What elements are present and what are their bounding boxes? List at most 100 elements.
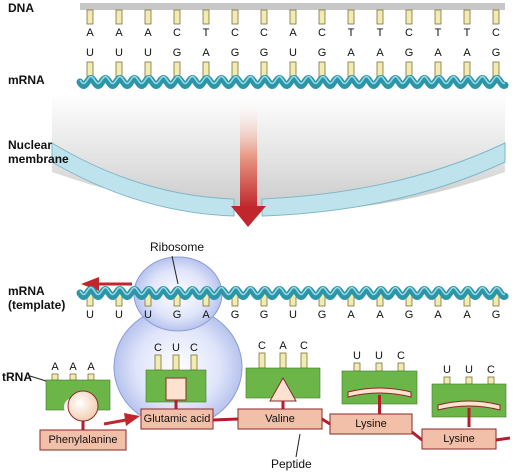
anticodon-letter: U	[443, 364, 451, 376]
template-base-letter: A	[376, 309, 384, 321]
dna-base-letter: A	[86, 27, 94, 39]
dna-base-peg	[289, 9, 297, 25]
mrna-base-letter: G	[231, 47, 240, 59]
dna-base-peg	[492, 9, 500, 25]
anticodon-peg	[154, 354, 162, 371]
export-arrow-head	[231, 206, 266, 227]
anticodon-peg	[375, 362, 383, 372]
dna-base-peg	[144, 9, 152, 25]
anticodon-letter: C	[300, 340, 308, 352]
anticodon-peg	[300, 352, 308, 369]
mrna-base-letter: G	[318, 47, 327, 59]
dna-base-peg	[434, 9, 442, 25]
dna-base-letter: A	[115, 27, 123, 39]
transfer-arrow-head	[124, 413, 140, 426]
anticodon-peg	[172, 354, 180, 371]
template-base-letter: U	[86, 309, 94, 321]
valine-box	[237, 408, 323, 430]
dna-base-letter: C	[173, 27, 181, 39]
anticodon-peg	[87, 373, 95, 381]
mrna-base-letter: G	[405, 47, 414, 59]
anticodon-peg	[465, 376, 473, 385]
anticodon-letter: U	[375, 350, 383, 362]
nuclear-membrane-left	[51, 142, 235, 217]
mrna-base-letter: G	[260, 47, 269, 59]
anticodon-letter: A	[279, 340, 287, 352]
lysine-box-1	[329, 413, 413, 435]
template-base-letter: A	[463, 309, 471, 321]
dna-base-peg	[86, 9, 94, 25]
lysine-box-2	[421, 428, 497, 450]
amino-acid-label-lysine-2: Lysine	[443, 433, 475, 445]
amino-acid-label-valine: Valine	[265, 413, 295, 425]
phenylalanine-box	[39, 429, 127, 451]
anticodon-letter: A	[69, 361, 77, 373]
anticodon-letter: U	[353, 350, 361, 362]
anticodon-peg	[190, 354, 198, 371]
mrna-base-letter: A	[463, 47, 471, 59]
template-backbone-highlight	[79, 286, 506, 296]
mrna-backbone-highlight	[79, 75, 506, 85]
template-base-letter: A	[347, 309, 355, 321]
mrna-base-letter: U	[86, 47, 94, 59]
peptide-label: Peptide	[271, 457, 312, 471]
anticodon-letter: C	[487, 364, 495, 376]
anticodon-peg	[353, 362, 361, 372]
template-base-letter: G	[492, 309, 501, 321]
anticodon-peg	[51, 373, 59, 381]
template-base-letter: U	[144, 309, 152, 321]
amino-acid-label-phenylalanine: Phenylalanine	[48, 434, 118, 446]
nuclear-membrane-label-2: membrane	[8, 152, 69, 166]
dna-base-letter: C	[318, 27, 326, 39]
dna-label: DNA	[8, 1, 34, 15]
mrna-template-label-2: (template)	[8, 298, 66, 312]
dna-base-peg	[463, 9, 471, 25]
anticodon-peg	[397, 362, 405, 372]
anticodon-letter: U	[465, 364, 473, 376]
dna-base-letter: T	[348, 27, 355, 39]
mrna-backbone	[76, 74, 509, 90]
export-arrow-shaft	[240, 103, 257, 208]
dna-base-letter: A	[144, 27, 152, 39]
template-base-letter: G	[318, 309, 327, 321]
anticodon-letter: A	[51, 361, 59, 373]
mrna-base-letter: A	[434, 47, 442, 59]
mrna-base-letter: U	[144, 47, 152, 59]
phenylalanine-side-chain	[67, 390, 99, 422]
transfer-arrow	[103, 418, 127, 426]
template-base-letter: G	[173, 309, 182, 321]
mrna-base-letter: G	[492, 47, 501, 59]
dna-base-letter: T	[435, 27, 442, 39]
dna-base-peg	[173, 9, 181, 25]
template-base-letter: G	[231, 309, 240, 321]
dna-base-peg	[347, 9, 355, 25]
mrna-base-letter: G	[173, 47, 182, 59]
dna-base-peg	[318, 9, 326, 25]
ribosome-label: Ribosome	[150, 240, 205, 254]
mrna-base-letter: U	[115, 47, 123, 59]
dna-base-letter: T	[203, 27, 210, 39]
dna-base-peg	[405, 9, 413, 25]
ribosome-leader	[171, 255, 179, 285]
dna-base-peg	[202, 9, 210, 25]
template-base-letter: U	[115, 309, 123, 321]
dna-base-letter: C	[260, 27, 268, 39]
lysine-side-chain	[437, 400, 501, 411]
nuclear-membrane-label-1: Nuclear	[8, 138, 53, 152]
glutamic-acid-box	[140, 408, 214, 430]
dna-base-letter: C	[231, 27, 239, 39]
anticodon-peg	[258, 352, 266, 369]
dna-base-peg	[231, 9, 239, 25]
lysine-side-chain	[347, 387, 412, 398]
anticodon-peg	[487, 376, 495, 385]
mrna-base-letter: A	[347, 47, 355, 59]
anticodon-peg	[279, 352, 287, 369]
mrna-base-letter: U	[289, 47, 297, 59]
dna-base-peg	[115, 9, 123, 25]
